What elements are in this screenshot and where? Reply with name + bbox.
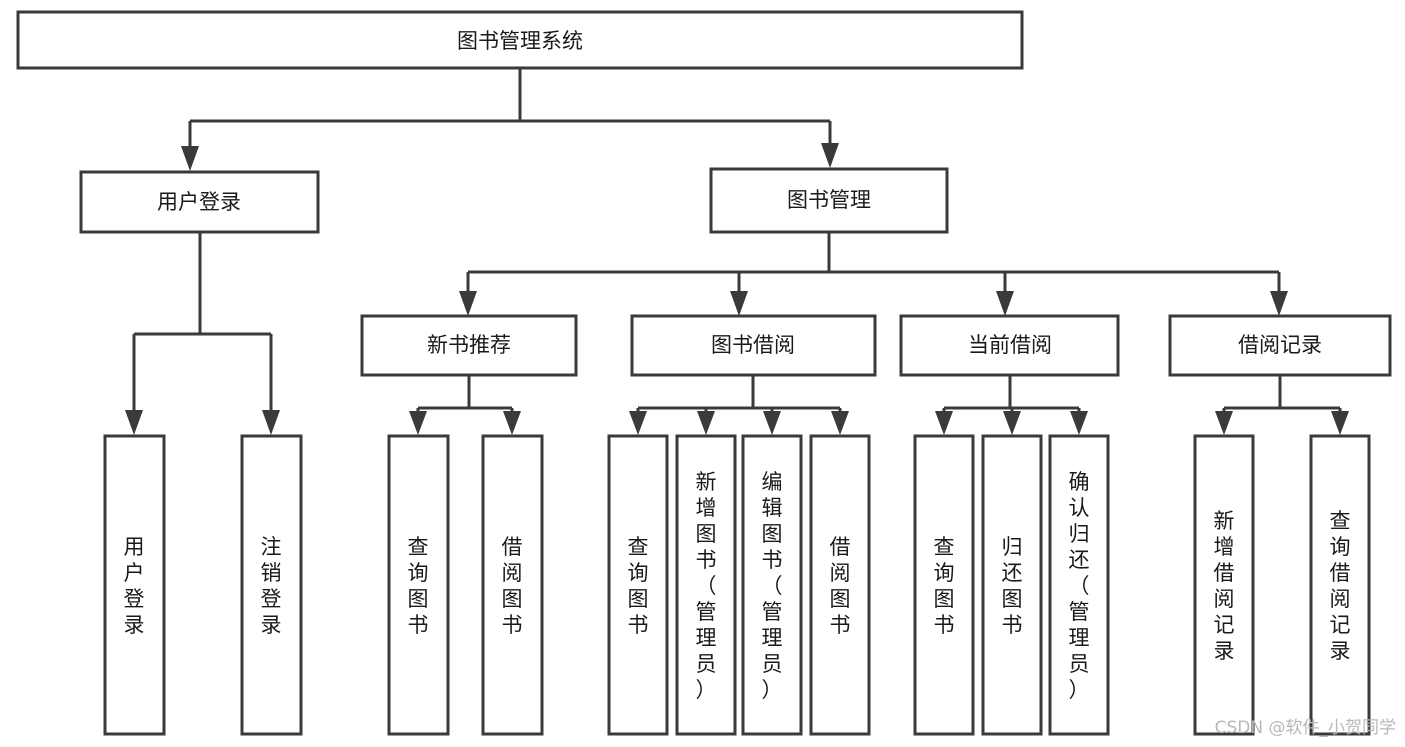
- node-leaf-borrow-book-2-label: 借阅图书: [830, 535, 851, 637]
- node-leaf-confirm-return-admin-box[interactable]: [1048, 434, 1110, 736]
- node-leaf-borrow-book-1-box[interactable]: [481, 434, 544, 736]
- arrow-head-leaf-confirm-return-admin: [1070, 411, 1088, 435]
- node-new-book-recommend[interactable]: 新书推荐: [360, 314, 578, 377]
- node-leaf-confirm-return-admin-label: 确认归还（管理员）: [1069, 470, 1090, 702]
- node-borrow-record-label: 借阅记录: [1238, 333, 1322, 357]
- arrow-head-leaf-add-borrow-record: [1215, 411, 1233, 435]
- node-leaf-return-book-label: 归还图书: [1002, 535, 1023, 637]
- node-leaf-user-logout-label: 注销登录: [261, 535, 282, 637]
- arrow-head-leaf-edit-book-admin: [763, 411, 781, 435]
- node-user-login[interactable]: 用户登录: [79, 170, 320, 234]
- node-root[interactable]: 图书管理系统: [16, 10, 1024, 70]
- arrow-head-leaf-user-logout: [262, 410, 280, 435]
- node-leaf-query-book-1-label: 查询图书: [408, 535, 429, 637]
- node-leaf-borrow-book-2-box[interactable]: [809, 434, 871, 736]
- node-leaf-query-book-3-label: 查询图书: [934, 535, 955, 637]
- node-book-borrow-label: 图书借阅: [711, 333, 795, 357]
- node-new-book-recommend-label: 新书推荐: [427, 333, 511, 357]
- arrow-head-leaf-add-book-admin: [697, 411, 715, 435]
- node-leaf-query-book-2-label: 查询图书: [628, 535, 649, 637]
- node-leaf-add-book-admin-box[interactable]: [675, 434, 737, 736]
- node-leaf-query-book-3[interactable]: 查询图书: [913, 434, 975, 736]
- node-leaf-query-book-2[interactable]: 查询图书: [607, 434, 669, 736]
- arrow-head-user-login: [181, 146, 199, 171]
- node-leaf-query-book-1[interactable]: 查询图书: [387, 434, 450, 736]
- node-user-login-label: 用户登录: [157, 190, 241, 214]
- arrow-head-book-borrow: [730, 291, 748, 316]
- node-leaf-edit-book-admin-label: 编辑图书（管理员）: [762, 470, 783, 702]
- csdn-watermark: CSDN @软件_小贺同学: [1215, 718, 1396, 738]
- node-leaf-borrow-book-1-label: 借阅图书: [502, 535, 523, 637]
- node-current-borrow[interactable]: 当前借阅: [899, 314, 1120, 377]
- arrow-head-leaf-query-borrow-record: [1331, 411, 1349, 435]
- node-borrow-record[interactable]: 借阅记录: [1168, 314, 1392, 377]
- node-leaf-user-login-label: 用户登录: [124, 535, 145, 637]
- node-book-manage-box[interactable]: [709, 167, 949, 234]
- node-leaf-return-book[interactable]: 归还图书: [981, 434, 1043, 736]
- node-root-box[interactable]: [16, 10, 1024, 70]
- edge-layer: [125, 68, 1349, 435]
- arrow-head-leaf-borrow-book-2: [831, 411, 849, 435]
- node-leaf-add-book-admin[interactable]: 新增图书（管理员）: [675, 434, 737, 736]
- node-book-borrow-box[interactable]: [630, 314, 877, 377]
- node-leaf-user-login[interactable]: 用户登录: [103, 434, 166, 736]
- node-leaf-query-book-3-box[interactable]: [913, 434, 975, 736]
- node-leaf-user-login-box[interactable]: [103, 434, 166, 736]
- node-leaf-add-borrow-record-box[interactable]: [1193, 434, 1255, 736]
- node-book-borrow[interactable]: 图书借阅: [630, 314, 877, 377]
- arrow-head-leaf-user-login: [125, 410, 143, 435]
- node-book-manage[interactable]: 图书管理: [709, 167, 949, 234]
- node-current-borrow-label: 当前借阅: [968, 333, 1052, 357]
- node-leaf-add-book-admin-label: 新增图书（管理员）: [696, 470, 717, 702]
- node-leaf-return-book-box[interactable]: [981, 434, 1043, 736]
- node-book-manage-label: 图书管理: [787, 188, 871, 212]
- node-root-label: 图书管理系统: [457, 29, 583, 53]
- node-leaf-query-borrow-record-label: 查询借阅记录: [1330, 509, 1351, 663]
- arrow-head-current-borrow: [996, 291, 1014, 316]
- node-current-borrow-box[interactable]: [899, 314, 1120, 377]
- arrow-head-borrow-record: [1270, 291, 1288, 316]
- node-new-book-recommend-box[interactable]: [360, 314, 578, 377]
- node-leaf-add-borrow-record-label: 新增借阅记录: [1214, 509, 1235, 663]
- arrow-head-leaf-return-book: [1003, 411, 1021, 435]
- arrow-head-leaf-query-book-1: [409, 411, 427, 435]
- node-leaf-query-borrow-record[interactable]: 查询借阅记录: [1309, 434, 1371, 736]
- arrow-head-leaf-borrow-book-1: [503, 411, 521, 435]
- node-user-login-box[interactable]: [79, 170, 320, 234]
- arrow-head-new-book-recommend: [459, 291, 477, 316]
- node-leaf-edit-book-admin[interactable]: 编辑图书（管理员）: [741, 434, 803, 736]
- node-leaf-query-borrow-record-box[interactable]: [1309, 434, 1371, 736]
- arrow-head-leaf-query-book-2: [629, 411, 647, 435]
- node-leaf-borrow-book-2[interactable]: 借阅图书: [809, 434, 871, 736]
- node-leaf-borrow-book-1[interactable]: 借阅图书: [481, 434, 544, 736]
- node-leaf-add-borrow-record[interactable]: 新增借阅记录: [1193, 434, 1255, 736]
- arrow-head-leaf-query-book-3: [935, 411, 953, 435]
- node-borrow-record-box[interactable]: [1168, 314, 1392, 377]
- arrow-head-book-manage: [821, 143, 839, 168]
- node-leaf-confirm-return-admin[interactable]: 确认归还（管理员）: [1048, 434, 1110, 736]
- node-leaf-edit-book-admin-box[interactable]: [741, 434, 803, 736]
- node-leaf-user-logout-box[interactable]: [240, 434, 303, 736]
- node-leaf-query-book-1-box[interactable]: [387, 434, 450, 736]
- node-leaf-user-logout[interactable]: 注销登录: [240, 434, 303, 736]
- node-leaf-query-book-2-box[interactable]: [607, 434, 669, 736]
